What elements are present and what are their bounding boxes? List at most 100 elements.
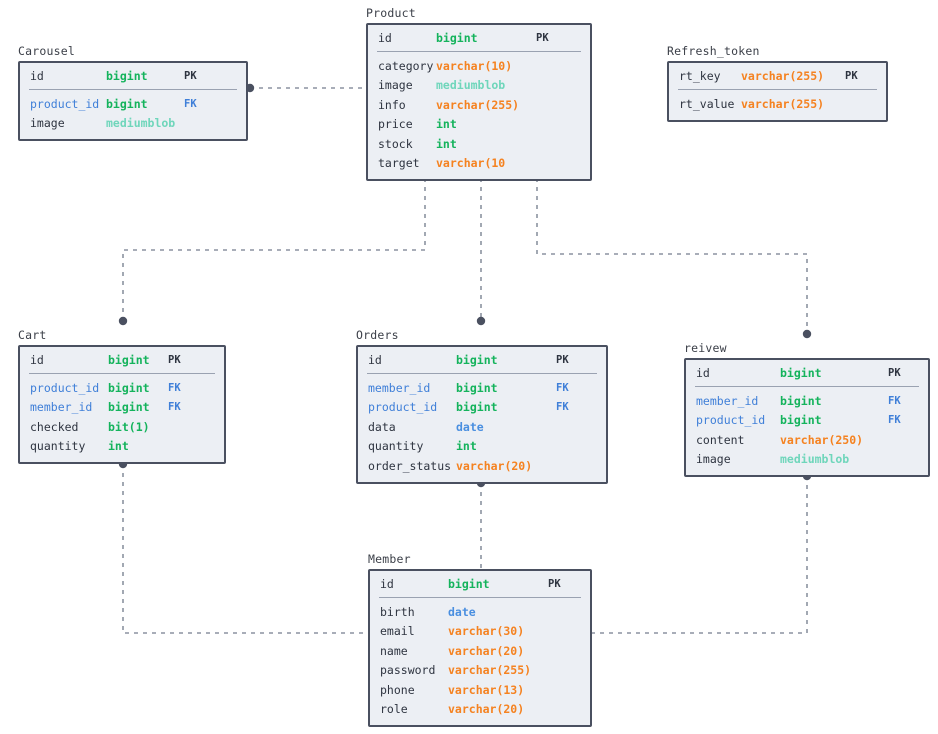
column-type: int — [436, 136, 457, 151]
relationship-endpoint-product-cart — [118, 316, 128, 326]
primary-key-badge: PK — [548, 578, 561, 590]
column-name: birth — [380, 604, 415, 619]
primary-key-badge: PK — [888, 367, 901, 379]
relationship-endpoint-product-reivew — [802, 329, 812, 339]
column-type: bigint — [108, 400, 150, 415]
relationship-endpoint-product-orders — [476, 316, 486, 326]
column-name: role — [380, 702, 408, 717]
column-name: image — [696, 452, 731, 467]
column-row: role varchar(20) — [370, 700, 590, 720]
column-name: rt_key — [679, 69, 721, 83]
column-name: product_id — [368, 400, 438, 415]
column-type: varchar(20) — [448, 643, 525, 658]
column-type: bigint — [106, 69, 148, 83]
column-name: member_id — [30, 400, 93, 415]
column-type: varchar(250) — [780, 432, 864, 447]
column-name: product_id — [696, 413, 766, 428]
column-row: stock int — [368, 134, 590, 154]
column-row: target varchar(10 — [368, 154, 590, 174]
column-type: bigint — [448, 577, 490, 591]
column-name: id — [696, 366, 710, 380]
relationship-line-product-cart — [122, 178, 426, 321]
column-type: bigint — [108, 353, 150, 367]
column-name: product_id — [30, 380, 100, 395]
column-type: varchar(10 — [436, 156, 506, 171]
column-type: bigint — [106, 96, 148, 111]
header-separator — [367, 373, 597, 374]
column-type: date — [448, 604, 476, 619]
column-type: bit(1) — [108, 419, 150, 434]
column-name: product_id — [30, 96, 100, 111]
relationship-line-cart-member — [122, 464, 368, 634]
relationship-line-product-reivew — [536, 178, 808, 334]
column-name: email — [380, 624, 415, 639]
column-name: password — [380, 663, 436, 678]
column-name: data — [368, 419, 396, 434]
column-row: member_id bigint FK — [686, 391, 928, 411]
column-name: member_id — [696, 393, 759, 408]
column-type: date — [456, 419, 484, 434]
column-type: bigint — [108, 380, 150, 395]
column-name: phone — [380, 682, 415, 697]
column-type: bigint — [780, 393, 822, 408]
foreign-key-badge: FK — [888, 394, 901, 407]
foreign-key-badge: FK — [556, 381, 569, 394]
column-row: email varchar(30) — [370, 622, 590, 642]
column-name: quantity — [368, 439, 424, 454]
column-type: varchar(30) — [448, 624, 525, 639]
relationship-line-reivew-member — [592, 476, 808, 634]
column-type: varchar(255) — [741, 96, 825, 111]
foreign-key-badge: FK — [184, 97, 197, 110]
column-row: birth date — [370, 602, 590, 622]
foreign-key-badge: FK — [168, 401, 181, 414]
column-name: id — [378, 31, 392, 45]
header-separator — [29, 373, 215, 374]
column-name: category — [378, 58, 434, 73]
primary-key-badge: PK — [168, 354, 181, 366]
primary-key-badge: PK — [845, 70, 858, 82]
primary-key-badge: PK — [536, 32, 549, 44]
column-name: target — [378, 156, 420, 171]
column-type: varchar(20) — [448, 702, 525, 717]
column-type: varchar(20) — [456, 458, 533, 473]
entity-title: reivew — [684, 341, 727, 355]
column-type: bigint — [456, 353, 498, 367]
column-type: int — [436, 117, 457, 132]
column-row: member_id bigint FK — [20, 398, 224, 418]
column-name: quantity — [30, 439, 86, 454]
column-name: stock — [378, 136, 413, 151]
